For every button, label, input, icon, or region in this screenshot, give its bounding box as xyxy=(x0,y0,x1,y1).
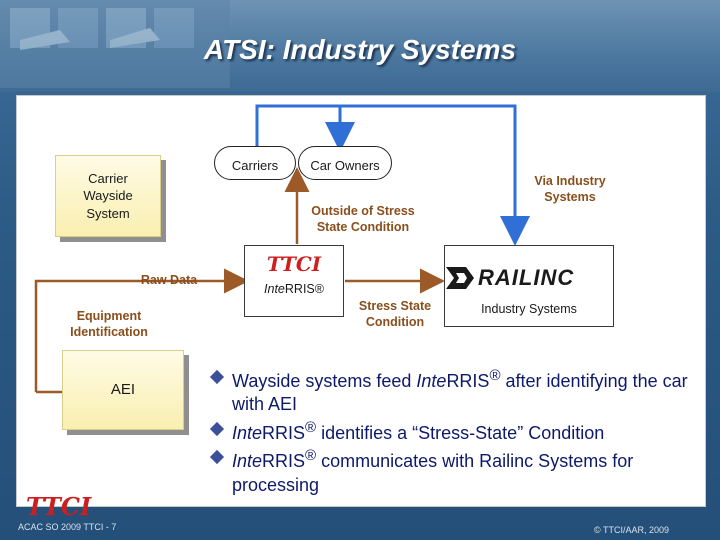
diamond-bullet-icon xyxy=(209,421,225,436)
page-title: ATSI: Industry Systems xyxy=(203,34,517,65)
diamond-bullet-icon xyxy=(209,369,225,385)
footer-ttci-logo: TTCI xyxy=(26,492,92,521)
car-owners-label: Car Owners xyxy=(310,158,380,173)
footer-copyright: © TTCI/AAR, 2009 xyxy=(594,525,669,535)
aei-label: AEI xyxy=(110,380,136,398)
ttci-logo: TTCI xyxy=(266,252,322,276)
aei-box: AEI xyxy=(62,350,184,430)
stress-state-label: Stress State Condition xyxy=(358,299,432,330)
bullet-list: Wayside systems feed InteRRIS® after ide… xyxy=(209,366,712,498)
carrier-wayside-system-box: Carrier Wayside System xyxy=(55,155,161,237)
diamond-bullet-icon xyxy=(209,450,225,465)
via-industry-label: Via Industry Systems xyxy=(534,174,606,205)
equipment-identification-label: Equipment Identification xyxy=(70,309,148,340)
railinc-wordmark: RAILINC xyxy=(478,265,575,290)
interris-label: InteRRIS® xyxy=(264,282,324,296)
carrier-wayside-line-1: Carrier xyxy=(88,170,128,186)
bullet-item-1: Wayside systems feed InteRRIS® after ide… xyxy=(209,366,712,417)
outside-stress-label: Outside of Stress State Condition xyxy=(311,204,415,235)
raw-data-label: Raw Data xyxy=(140,273,198,287)
railinc-mark-icon xyxy=(446,267,474,289)
carriers-label: Carriers xyxy=(231,158,279,173)
carrier-wayside-line-3: System xyxy=(86,205,130,221)
header-train-image xyxy=(0,0,230,88)
carrier-wayside-line-2: Wayside xyxy=(83,188,133,204)
industry-systems-label: Industry Systems xyxy=(481,302,577,316)
car-owners-pill xyxy=(298,146,392,180)
carriers-pill xyxy=(214,146,296,180)
bullet-item-3: InteRRIS® communicates with Railinc Syst… xyxy=(209,446,712,497)
footer-left-text: ACAC SO 2009 TTCI - 7 xyxy=(18,522,117,532)
railinc-box: Industry Systems xyxy=(444,245,614,327)
railinc-logo: RAILINC xyxy=(444,256,604,300)
bullet-item-2: InteRRIS® identifies a “Stress-State” Co… xyxy=(209,418,712,445)
interris-box: TTCI InteRRIS® xyxy=(244,245,344,317)
